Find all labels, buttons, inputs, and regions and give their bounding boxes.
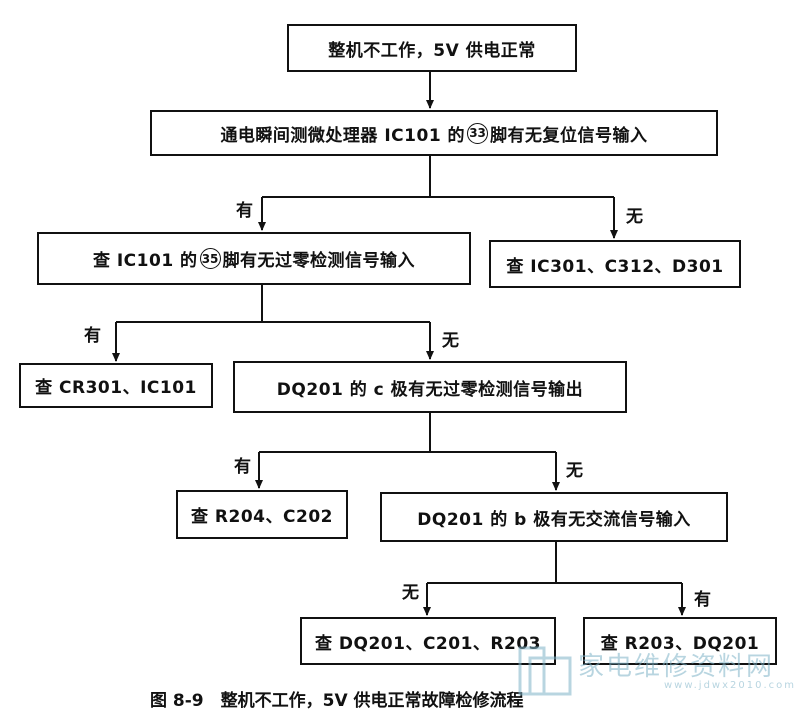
node-check-dq201-c201-text: 查 DQ201、C201、R203 [314,633,541,654]
pin-number-badge: 35 [199,248,221,269]
watermark-text: 家电维修资料网 [578,652,775,682]
edge-label-yes: 有 [236,201,253,221]
node-dq201-c-output: DQ201 的 c 极有无过零检测信号输出 [233,361,627,413]
node-start-text: 整机不工作，5V 供电正常 [328,40,536,61]
node-dq201-b-input: DQ201 的 b 极有无交流信号输入 [380,492,728,542]
node-dq201-c-output-text: DQ201 的 c 极有无过零检测信号输出 [276,379,584,400]
edge-label-yes: 有 [84,326,101,346]
node-start: 整机不工作，5V 供电正常 [287,24,577,72]
node-zero-cross-input: 查 IC101 的 35 脚有无过零检测信号输入 [37,232,471,285]
node-reset-check: 通电瞬间测微处理器 IC101 的 33 脚有无复位信号输入 [150,110,718,156]
node-check-ic301-text: 查 IC301、C312、D301 [506,256,724,277]
edge-label-yes: 有 [234,457,251,477]
watermark-url: www.jdwx2010.com [664,680,794,691]
site-watermark: 家电维修资料网 www.jdwx2010.com [516,644,794,702]
node-zero-cross-input-pre: 查 IC101 的 [92,251,198,271]
node-dq201-b-input-text: DQ201 的 b 极有无交流信号输入 [417,509,691,530]
edge-label-yes: 有 [694,590,711,610]
edge-label-no: 无 [566,461,583,481]
node-check-r204: 查 R204、C202 [176,490,348,539]
edge-label-no: 无 [442,331,459,351]
node-check-cr301-text: 查 CR301、IC101 [35,378,197,398]
pin-number-badge: 33 [467,122,489,144]
node-check-cr301: 查 CR301、IC101 [19,363,213,408]
node-reset-check-pre: 通电瞬间测微处理器 IC101 的 [220,125,466,146]
node-check-dq201-c201: 查 DQ201、C201、R203 [300,617,556,665]
node-check-r204-text: 查 R204、C202 [191,507,333,527]
node-check-r203: 查 R203、DQ201 [583,617,777,665]
figure-caption: 图 8-9 整机不工作，5V 供电正常故障检修流程 [150,691,524,711]
edge-label-no: 无 [402,583,419,603]
node-reset-check-post: 脚有无复位信号输入 [490,125,648,146]
node-check-r203-text: 查 R203、DQ201 [600,633,760,654]
node-zero-cross-input-post: 脚有无过零检测信号输入 [222,251,416,271]
node-check-ic301: 查 IC301、C312、D301 [489,240,741,288]
edge-label-no: 无 [626,207,643,227]
watermark-logo-icon [518,646,572,696]
